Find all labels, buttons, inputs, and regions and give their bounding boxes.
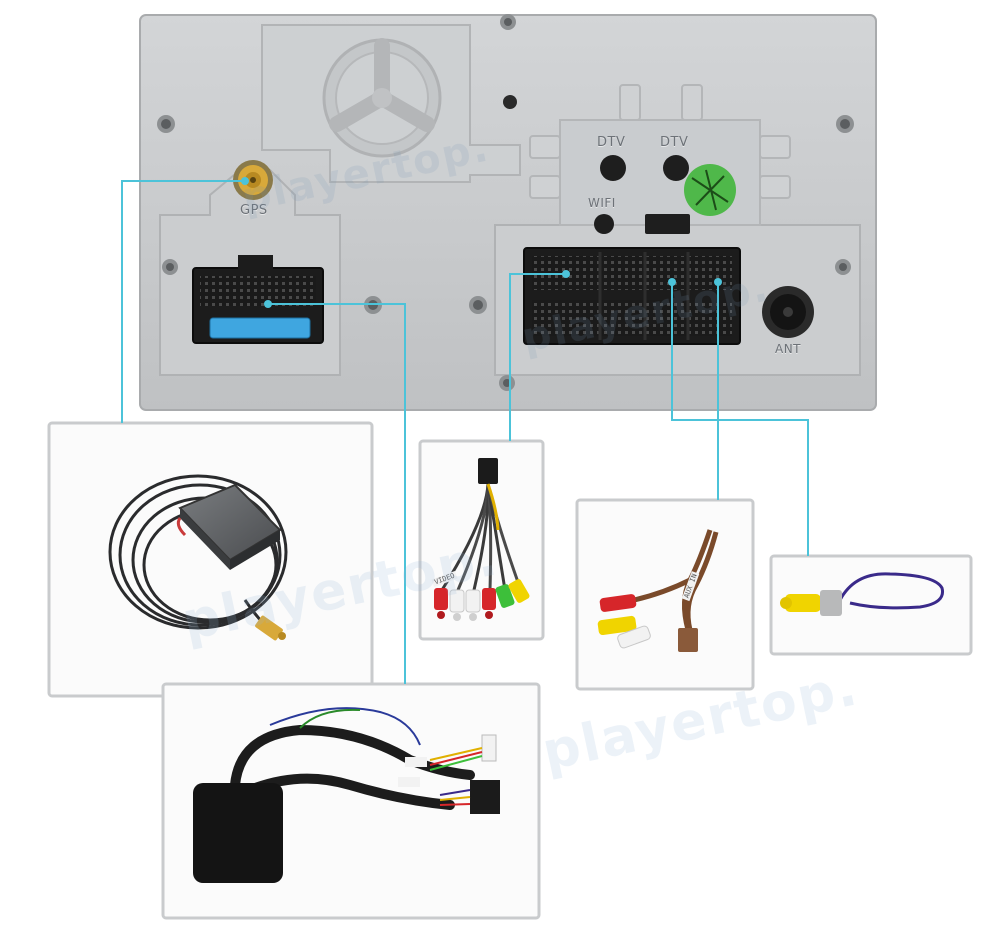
ant-port-label: ANT (775, 342, 802, 356)
cooling-fan-recess (322, 38, 442, 158)
fuse-icon (209, 317, 311, 339)
av-multi-connector (523, 247, 741, 345)
usb-slot (645, 214, 690, 234)
gps-antenna-port (233, 160, 273, 200)
harness-connectors-icon (193, 734, 500, 883)
power-can-harness-panel (161, 682, 541, 920)
wifi-port (594, 214, 614, 234)
leader-dots (241, 177, 722, 308)
leader-lines (121, 180, 809, 684)
leader-power-harness (268, 303, 406, 684)
main-power-connector (192, 255, 324, 344)
harness-loom (230, 724, 475, 810)
harness-plug-icon (478, 458, 498, 484)
dtv-right-port-label: DTV (660, 135, 689, 150)
purple-cable (838, 572, 945, 610)
gps-antenna-panel (47, 421, 374, 698)
screw-hole (503, 95, 517, 109)
rca-av-harness-panel (418, 439, 545, 641)
leader-camera (671, 282, 809, 556)
gps-antenna-icon (176, 483, 282, 570)
camera-input-cable-panel (769, 554, 973, 656)
aux-rca-cable-panel (575, 498, 755, 691)
dtv-left-port-label: DTV (597, 135, 626, 150)
leader-rca-harness (509, 273, 566, 441)
leader-gps (121, 180, 245, 423)
gps-port-label: GPS (240, 203, 268, 218)
sma-plug-icon (255, 615, 286, 641)
qc-sticker (684, 164, 736, 216)
radio-antenna-port (762, 286, 814, 338)
harness-wires (440, 483, 521, 591)
head-unit-rear-panel (139, 14, 877, 411)
rca-plugs-icon (434, 579, 530, 621)
wifi-port-label: WIFI (588, 196, 616, 210)
camera-rca-plug-icon (780, 590, 842, 616)
dtv-ports (600, 155, 689, 181)
aux-rca-plugs-icon (597, 594, 698, 652)
